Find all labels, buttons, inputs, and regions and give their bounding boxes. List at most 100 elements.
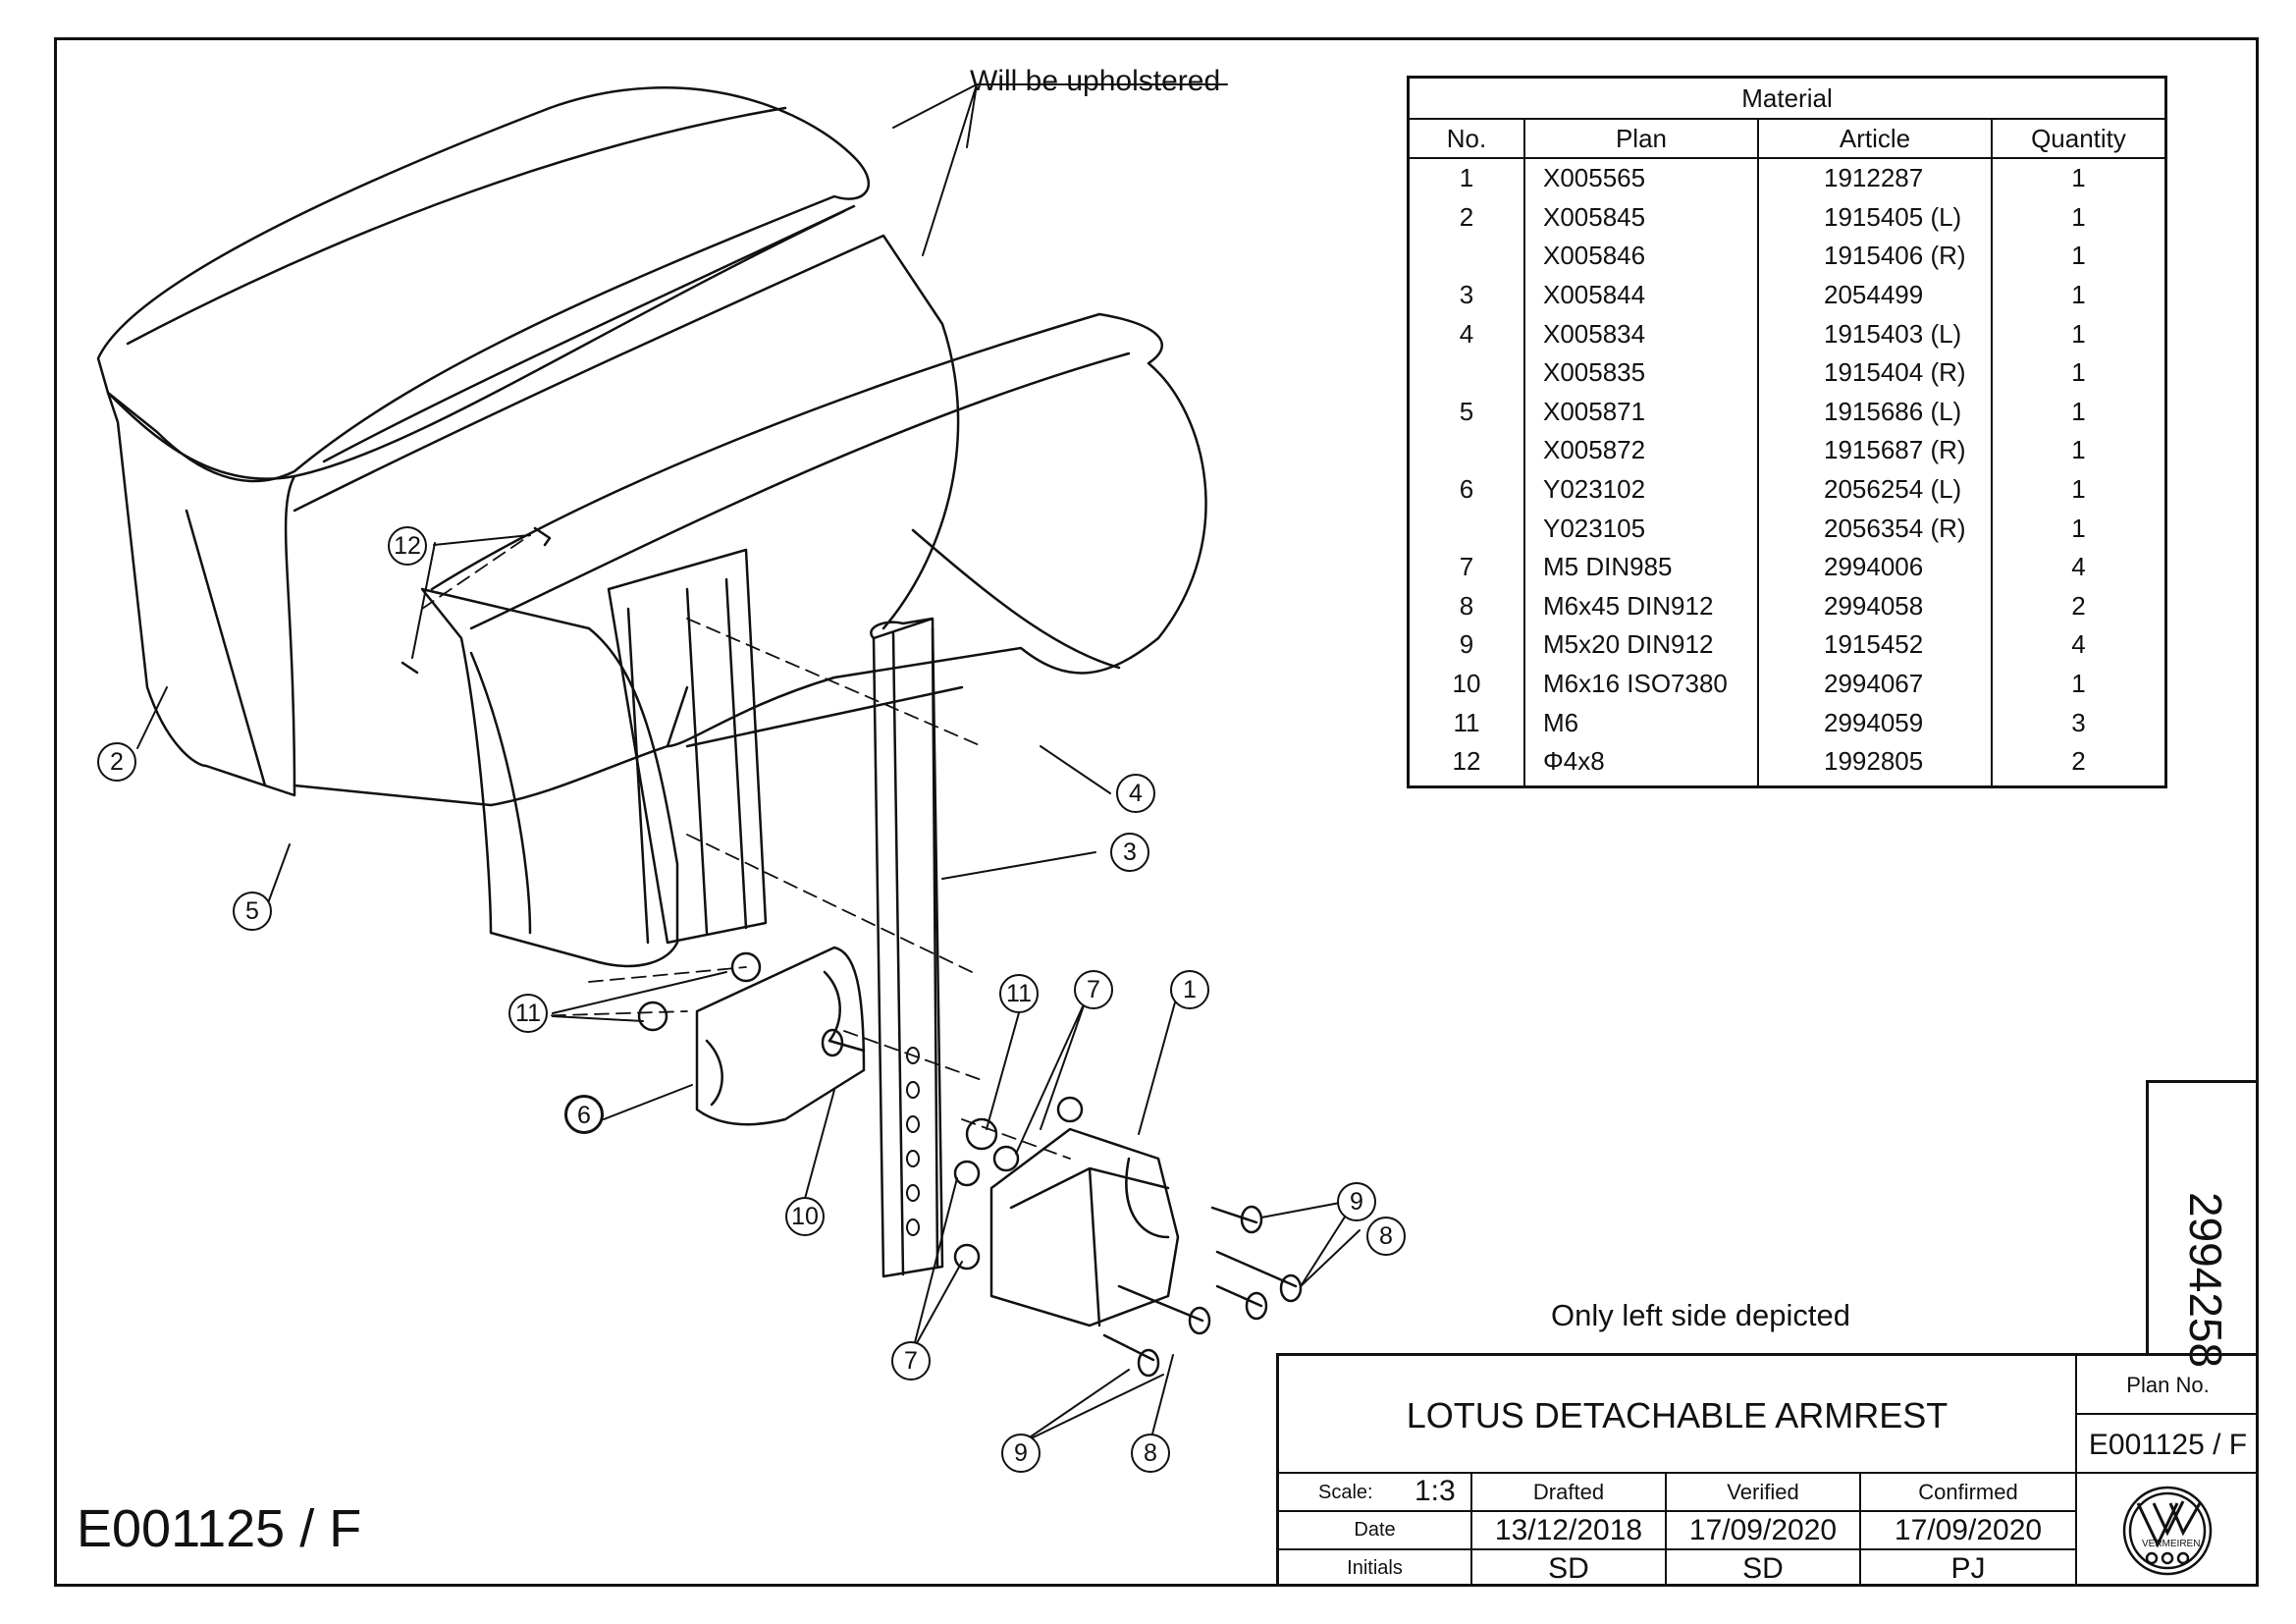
material-cell-article: 1912287: [1758, 158, 1993, 198]
mounting-rail-upper: [607, 548, 768, 945]
armrest-pad-side: [106, 391, 296, 797]
material-cell-qty: 4: [2071, 552, 2086, 582]
material-cell-plan: X005835: [1524, 352, 1759, 393]
material-cell-no: 5: [1410, 392, 1525, 432]
material-cell-qty: 1: [2071, 513, 2086, 543]
material-cell-qty: 1: [2071, 435, 2086, 465]
vertical-tube: [870, 617, 944, 1278]
side-panel-outline: [420, 587, 679, 968]
material-cell-no: [1410, 431, 1525, 470]
drawing-title: LOTUS DETACHABLE ARMREST: [1406, 1395, 1949, 1435]
date-label: Date: [1279, 1512, 1472, 1550]
bracket-plate: [695, 946, 866, 1126]
material-cell-qty: 2: [2071, 590, 2086, 621]
initials-label: Initials: [1279, 1550, 1472, 1587]
confirmed-date: 17/09/2020: [1861, 1512, 2077, 1550]
callout-9-right: 9: [1337, 1182, 1376, 1221]
material-cell-qty: 1: [2071, 201, 2086, 232]
clamp-block-details: [1009, 1157, 1170, 1327]
article-number: 2994258: [2180, 1192, 2231, 1369]
material-cell-plan: M5 DIN985: [1524, 547, 1759, 587]
callout-12: 12: [388, 526, 427, 566]
material-cell-article: 1915405 (L): [1758, 197, 1993, 238]
material-cell-no: 6: [1410, 469, 1525, 510]
callout-7-top: 7: [1074, 970, 1113, 1009]
verified-label: Verified: [1667, 1474, 1861, 1512]
material-cell-no: 12: [1410, 741, 1525, 785]
callout-1: 1: [1170, 970, 1209, 1009]
material-cell-plan: Y023102: [1524, 469, 1759, 510]
vertical-tube-edge: [891, 626, 939, 1276]
material-cell-no: 11: [1410, 703, 1525, 742]
callout-8-bottom: 8: [1131, 1434, 1170, 1473]
left-side-note: Only left side depicted: [1551, 1298, 1851, 1332]
material-cell-no: 10: [1410, 664, 1525, 704]
material-cell-plan: X005872: [1524, 431, 1759, 470]
material-cell-no: [1410, 237, 1525, 276]
material-cell-article: 1915686 (L): [1758, 392, 1993, 432]
material-cell-plan: X005846: [1524, 237, 1759, 276]
material-cell-qty: 1: [2071, 357, 2086, 388]
title-block: LOTUS DETACHABLE ARMREST Plan No. E00112…: [1276, 1353, 2259, 1587]
title-cell: LOTUS DETACHABLE ARMREST: [1279, 1356, 2077, 1474]
col-article: Article: [1758, 120, 1993, 159]
material-cell-qty: 1: [2071, 669, 2086, 699]
drawing-frame: [54, 37, 2259, 1587]
upholstered-note: Will be upholstered: [970, 65, 1221, 97]
material-cell-qty: 1: [2071, 318, 2086, 349]
material-cell-no: 4: [1410, 314, 1525, 353]
callout-2: 2: [97, 742, 136, 782]
material-title: Material: [1410, 79, 2164, 120]
callout-7-bottom: 7: [891, 1341, 931, 1380]
callout-8-right: 8: [1366, 1217, 1406, 1256]
col-quantity: Quantity: [1992, 120, 2164, 159]
callout-9-bottom: 9: [1001, 1434, 1041, 1473]
material-cell-article: 1915404 (R): [1758, 352, 1993, 393]
col-no: No.: [1410, 120, 1525, 159]
scale-cell: Scale: 1:3: [1279, 1474, 1472, 1512]
drawing-number: E001125 / F: [77, 1499, 362, 1558]
material-cell-qty: 1: [2071, 241, 2086, 271]
material-cell-article: 1915452: [1758, 625, 1993, 665]
drafted-label: Drafted: [1472, 1474, 1667, 1512]
material-cell-qty: 3: [2071, 707, 2086, 737]
material-cell-plan: M6x45 DIN912: [1524, 586, 1759, 626]
plan-no-label-cell: Plan No.: [2077, 1356, 2259, 1415]
armrest-shell-inner: [469, 352, 1131, 748]
drafted-initials: SD: [1472, 1550, 1667, 1587]
material-cell-article: 2994058: [1758, 586, 1993, 626]
material-cell-no: [1410, 352, 1525, 393]
material-cell-plan: X005565: [1524, 158, 1759, 198]
callout-10: 10: [785, 1197, 825, 1236]
callout-3: 3: [1110, 833, 1149, 872]
material-cell-article: 2994006: [1758, 547, 1993, 587]
scale-label: Scale:: [1318, 1482, 1373, 1503]
plan-no-label: Plan No.: [2126, 1373, 2210, 1397]
mounting-rail-ribs: [626, 577, 748, 945]
material-cell-plan: X005871: [1524, 392, 1759, 432]
callout-11: 11: [999, 974, 1039, 1013]
leader-lines: [136, 83, 1361, 1444]
confirmed-label: Confirmed: [1861, 1474, 2077, 1512]
material-cell-article: 1915406 (R): [1758, 237, 1993, 276]
material-cell-article: 1915403 (L): [1758, 314, 1993, 353]
armrest-pad-top-edge: [126, 106, 856, 463]
material-cell-qty: 2: [2071, 746, 2086, 777]
material-cell-article: 2056354 (R): [1758, 509, 1993, 548]
fasteners: [400, 526, 1303, 1378]
material-cell-plan: Φ4x8: [1524, 741, 1759, 785]
